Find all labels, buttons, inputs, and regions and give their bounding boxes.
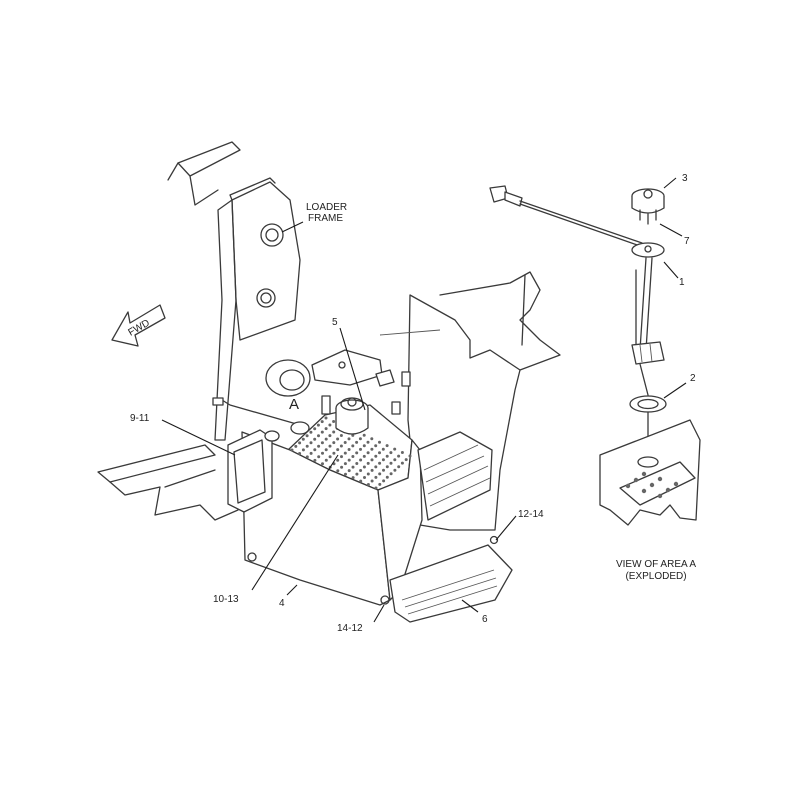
callout-12-14: 12-14 — [518, 509, 544, 520]
callout-10-13: 10-13 — [213, 594, 239, 605]
callout-2: 2 — [690, 373, 696, 384]
view-caption-line2: (EXPLODED) — [625, 571, 686, 582]
callout-7: 7 — [684, 236, 690, 247]
callout-9-11: 9-11 — [130, 413, 150, 424]
fuel-tank — [227, 404, 423, 606]
callout-14-12: 14-12 — [337, 623, 363, 634]
perforation-pattern — [290, 416, 412, 490]
upper-step — [417, 431, 493, 521]
exploded-view — [489, 185, 701, 526]
tank-bolt-pattern — [625, 471, 679, 499]
callout-1: 1 — [679, 277, 685, 288]
callout-4: 4 — [279, 598, 285, 609]
loader-frame-label-line2: FRAME — [308, 213, 343, 224]
pivot-area — [265, 349, 383, 397]
area-a-label: A — [289, 396, 299, 413]
background-frame — [97, 141, 241, 521]
fuel-sender-installed — [212, 369, 411, 442]
leader-lines — [161, 177, 687, 623]
loader-frame-label-line1: LOADER — [306, 202, 347, 213]
lower-step — [380, 535, 513, 623]
fwd-label: FWD — [126, 318, 151, 339]
view-caption-line1: VIEW OF AREA A — [616, 559, 696, 570]
callout-6: 6 — [482, 614, 488, 625]
loader-frame-arm — [214, 177, 301, 441]
callout-5: 5 — [332, 317, 338, 328]
fwd-arrow: FWD — [111, 304, 166, 347]
callout-3: 3 — [682, 173, 688, 184]
